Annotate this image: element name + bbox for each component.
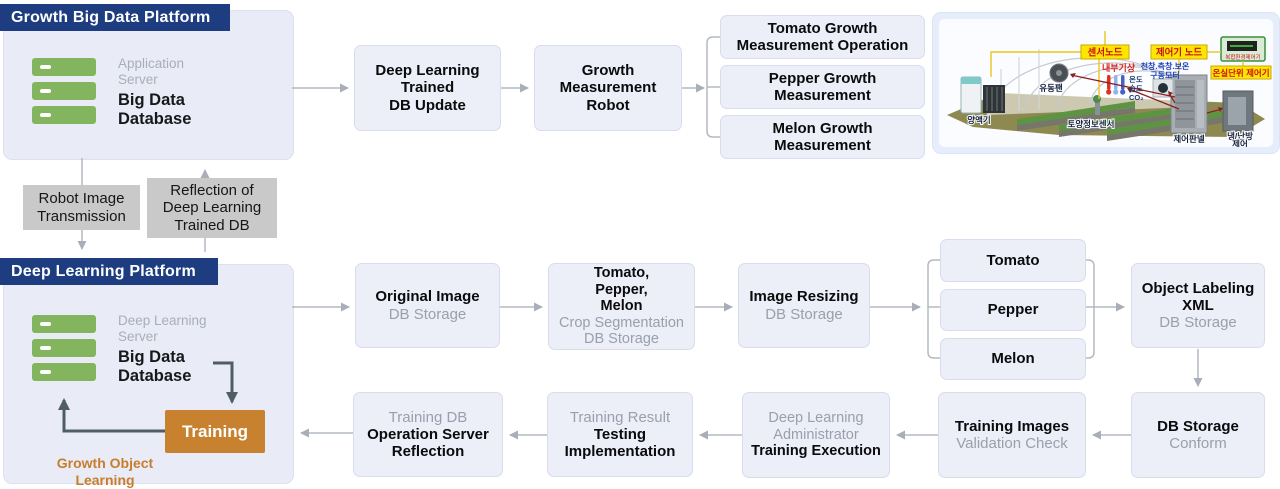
growth-object-learning-label: Growth Object Learning [56,454,154,488]
svg-text:양액기: 양액기 [967,115,990,125]
svg-text:내부기상: 내부기상 [1102,62,1136,73]
control-panel [1170,74,1208,134]
svg-text:복합환경제어기: 복합환경제어기 [1225,53,1260,61]
training-loop-arrows [58,361,238,433]
box-image-resizing: Image Resizing DB Storage [738,263,870,348]
svg-text:유동팬: 유동팬 [1039,83,1063,93]
svg-text:온도: 온도 [1129,75,1143,84]
training-box: Training [165,410,265,453]
greenhouse-labels: 센서노드 제어기 노드 온실단위 제어기 내부기상 천창.측창.보온 구동모터 … [966,44,1272,147]
hvac-unit [1222,90,1254,132]
box-db-storage-conform: DB Storage Conform [1131,392,1265,478]
label-reflection-trained-db: Reflection of Deep Learning Trained DB [147,178,277,238]
svg-text:천창.측창.보온: 천창.측창.보온 [1141,61,1190,71]
bigdata-db-label: Big Data Database [118,90,192,129]
box-melon-measurement: Melon Growth Measurement [720,115,925,159]
box-training-execution: Deep Learning Administrator Training Exe… [742,392,890,478]
svg-text:센서노드: 센서노드 [1088,47,1123,59]
bigdata-db-label: Big Data Database [118,347,192,386]
circulation-fan [1049,63,1069,83]
deep-learning-platform-title: Deep Learning Platform [11,262,196,280]
svg-text:CO₂: CO₂ [1129,93,1144,102]
yellow-connectors [990,31,1244,99]
deep-learning-platform-header: Deep Learning Platform [0,258,218,285]
growth-platform-header: Growth Big Data Platform [0,4,230,31]
box-measurement-robot: Growth Measurement Robot [534,45,682,131]
box-pepper-measurement: Pepper Growth Measurement [720,65,925,109]
box-training-images: Training Images Validation Check [938,392,1086,478]
svg-text:습도: 습도 [1129,83,1143,93]
environment-controller-device: 복합환경제어기 [1220,36,1266,62]
app-server-text: Application Server Big Data Database [118,56,191,129]
box-tomato: Tomato [940,239,1086,282]
server-icon [32,58,96,124]
box-pepper: Pepper [940,289,1086,331]
box-operation-server-reflection: Training DB Operation Server Reflection [353,392,503,477]
box-original-image: Original Image DB Storage [355,263,500,348]
svg-text:구동모터: 구동모터 [1150,70,1179,80]
box-testing-implementation: Training Result Testing Implementation [547,392,693,477]
svg-text:제어기 노드: 제어기 노드 [1156,47,1203,59]
box-object-labeling: Object Labeling XML DB Storage [1131,263,1265,348]
box-melon: Melon [940,338,1086,380]
greenhouse-illustration: 복합환경제어기 센서노드 [939,19,1273,147]
box-tomato-operation: Tomato Growth Measurement Operation [720,15,925,59]
box-crop-segmentation: Tomato, Pepper, Melon Crop Segmentation … [548,263,695,350]
svg-text:온실단위 제어기: 온실단위 제어기 [1212,68,1269,78]
label-robot-image-transmission: Robot Image Transmission [23,185,140,230]
dl-server-label: Deep Learning Server [118,313,207,345]
growth-platform-title: Growth Big Data Platform [11,8,211,26]
dl-server-text: Deep Learning Server Big Data Database [118,313,207,386]
nutrient-machine [960,76,1005,114]
greenhouse-panel: 복합환경제어기 센서노드 [932,12,1280,154]
svg-text:제어: 제어 [1232,139,1248,147]
svg-text:토양정보센서: 토양정보센서 [1068,119,1115,129]
server-icon [32,315,96,381]
app-server-label: Application Server [118,56,185,88]
box-db-update: Deep Learning Trained DB Update [354,45,501,131]
svg-text:냉/난방: 냉/난방 [1227,131,1253,141]
svg-text:제어판넬: 제어판넬 [1173,134,1204,144]
red-arrows [1070,73,1223,114]
drive-motor [1152,78,1174,98]
